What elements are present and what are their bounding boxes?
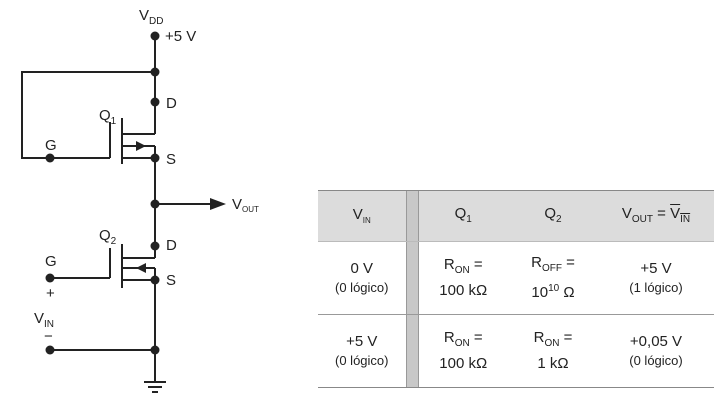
cell-q1: RON =100 kΩ	[439, 328, 488, 372]
cell-vin: +5 V(0 lógico)	[335, 332, 389, 368]
q2-label: Q2	[99, 227, 117, 247]
table-row: 0 V(0 lógico) RON =100 kΩ ROFF =1010 Ω +…	[318, 241, 714, 315]
q2-drain-node	[150, 241, 160, 251]
q1-gate-node	[45, 153, 55, 163]
vin-minus-label: −	[44, 328, 53, 345]
vdd-label: VDD	[139, 7, 163, 27]
q1-label: Q1	[99, 107, 117, 127]
q2-substrate-arrow-icon	[136, 263, 146, 273]
q2-gate-node	[45, 273, 55, 283]
cell-vout: +5 V(1 lógico)	[598, 241, 714, 315]
q1-source-node	[150, 153, 160, 163]
truth-table: VIN Q1 Q2 VOUT = VIN 0 V(0 lógico) RON =…	[318, 190, 714, 387]
q2-drain-label: D	[166, 237, 177, 254]
vin-plus-label: +	[46, 285, 55, 302]
header-vin: VIN	[318, 190, 406, 242]
q2-source-node	[150, 275, 160, 285]
nmos-inverter-schematic: VDD +5 V Q1 D G S VOUT Q2 D G S + VIN −	[21, 7, 259, 393]
vout-label: VOUT	[232, 196, 259, 214]
cell-q2: RON =1 kΩ	[533, 328, 573, 372]
supply-label: +5 V	[165, 28, 196, 45]
q2-source-label: S	[166, 272, 176, 289]
column-divider	[405, 314, 419, 387]
header-q2: Q2	[508, 190, 598, 242]
header-vout: VOUT = VIN	[598, 190, 714, 242]
q1-gate-feedback-wire	[21, 71, 155, 159]
table-header-row: VIN Q1 Q2 VOUT = VIN	[318, 190, 714, 242]
cell-q2: ROFF =1010 Ω	[508, 241, 598, 315]
q2-gate-label: G	[45, 253, 57, 270]
cell-vin: 0 V(0 lógico)	[318, 241, 406, 315]
q1-gate-label: G	[45, 137, 57, 154]
q1-drain-label: D	[166, 95, 177, 112]
column-divider	[405, 241, 419, 315]
feedback-node	[150, 67, 160, 77]
q1-drain-node	[150, 97, 160, 107]
q1-substrate-arrow-icon	[136, 141, 146, 151]
ground-node	[150, 345, 160, 355]
table-row: +5 V(0 lógico) RON =100 kΩ RON =1 kΩ +0,…	[318, 314, 714, 387]
q1-source-label: S	[166, 151, 176, 168]
vdd-node	[150, 31, 160, 41]
column-divider	[405, 190, 419, 242]
header-q1: Q1	[418, 190, 508, 242]
vin-minus-node	[45, 345, 55, 355]
vin-label: VIN	[34, 310, 54, 330]
vout-arrow-icon	[210, 198, 226, 210]
cell-vout: +0,05 V(0 lógico)	[629, 332, 683, 368]
vout-node	[150, 199, 160, 209]
cell-q1: RON =100 kΩ	[418, 241, 508, 315]
